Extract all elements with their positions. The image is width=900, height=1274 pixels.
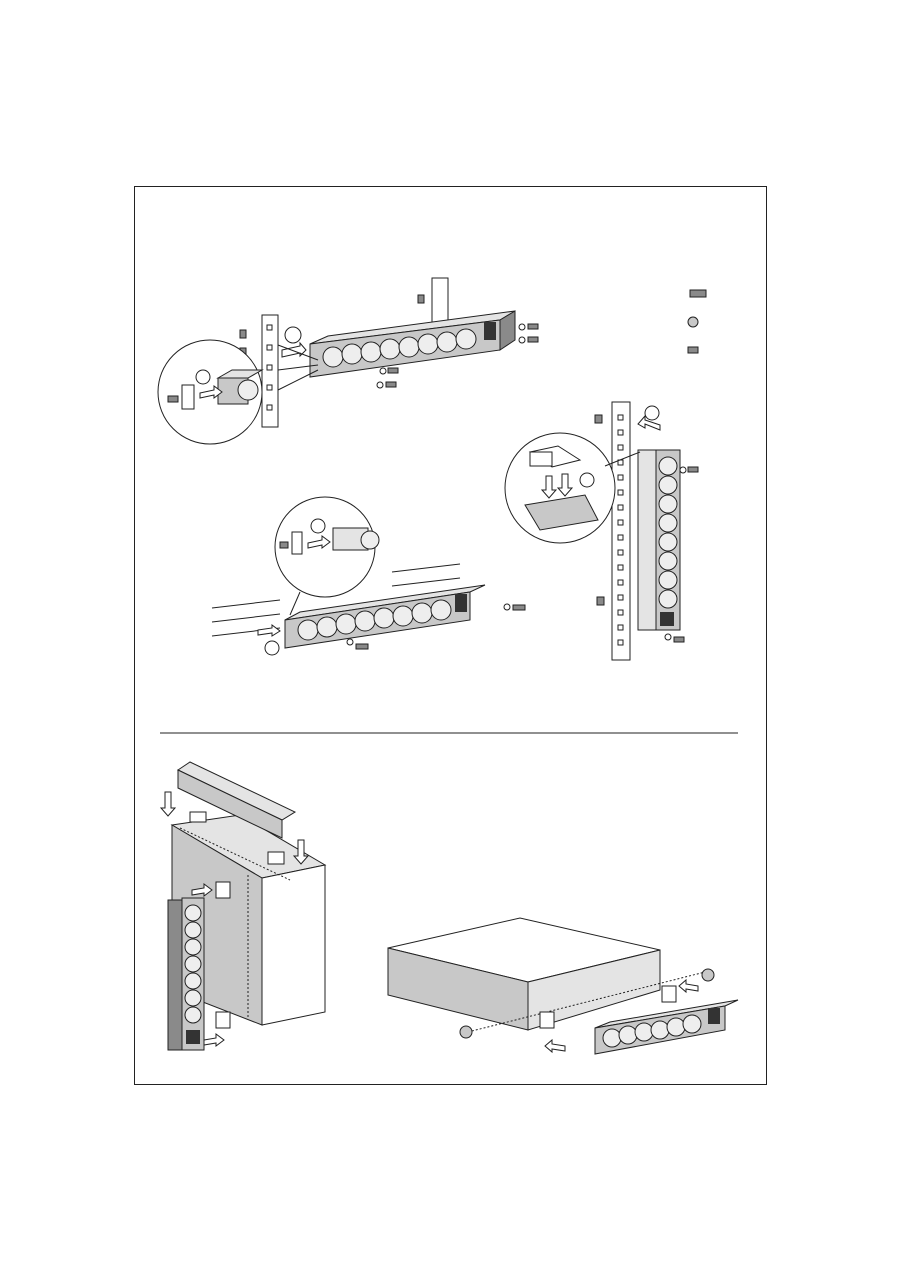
step-marker: [284, 326, 302, 344]
figure-rack-horizontal: [157, 277, 707, 445]
screw-icon: [503, 603, 526, 611]
arrow-icon: [203, 1033, 225, 1047]
screw-icon: [346, 638, 369, 650]
screw-icon: [689, 289, 707, 298]
step-marker: [264, 640, 280, 656]
cage-nut: [594, 414, 603, 424]
socket-column: [658, 456, 678, 609]
mounting-bracket: [189, 811, 207, 823]
rack-rail-left: [261, 314, 279, 428]
mounting-bracket: [291, 531, 303, 555]
screw-icon: [518, 336, 539, 344]
screw-washer-icon: [687, 316, 699, 328]
arrow-icon: [544, 1038, 566, 1054]
mounting-bracket: [661, 985, 677, 1003]
screw-icon: [459, 1025, 473, 1039]
mounting-bracket: [267, 851, 285, 865]
arrow-icon: [637, 414, 661, 431]
arrow-icon: [191, 883, 213, 897]
screw-icon: [687, 346, 699, 354]
power-strip-side: [167, 899, 183, 1051]
power-strip-side: [637, 449, 657, 631]
figure-tower-ups: [159, 761, 327, 1051]
mounting-bracket: [215, 881, 231, 899]
rack-rail: [611, 401, 631, 661]
arrow-icon: [678, 978, 699, 994]
screw-icon: [518, 323, 539, 331]
arrow-icon: [281, 341, 307, 358]
mounting-bracket: [215, 1011, 231, 1029]
arrow-icon: [556, 473, 574, 497]
screw-icon: [679, 466, 699, 474]
cage-nut: [239, 329, 247, 339]
arrow-icon: [199, 385, 223, 399]
arrow-icon: [540, 475, 558, 499]
power-strip: [177, 769, 283, 839]
socket-column: [184, 904, 202, 1024]
screw-icon: [701, 968, 715, 982]
mounting-bracket: [539, 1011, 555, 1029]
ups-side: [527, 949, 661, 1031]
step-marker: [310, 518, 326, 534]
socket-row: [602, 1014, 702, 1048]
figure-frame: [134, 186, 767, 1085]
step-marker: [579, 472, 595, 488]
ups-front: [261, 864, 326, 1026]
screw-icon: [279, 541, 289, 549]
arrow-icon: [159, 791, 177, 817]
screw-icon: [376, 381, 397, 389]
step-marker: [195, 369, 211, 385]
screw-icon: [664, 633, 685, 643]
arrow-icon: [307, 535, 331, 549]
figure-rack-vertical: [504, 401, 699, 661]
screw-icon: [167, 395, 179, 403]
cage-nut: [596, 596, 605, 606]
socket-row: [322, 328, 477, 368]
step-marker: [644, 405, 660, 421]
mounting-bracket: [181, 384, 195, 410]
arrow-icon: [257, 624, 281, 637]
cage-nut: [417, 294, 425, 304]
socket-row: [297, 599, 452, 641]
screw-icon: [379, 367, 399, 375]
figure-rack-ups: [387, 917, 739, 1055]
arrow-icon: [292, 839, 310, 865]
figure-wall-mount: [211, 496, 526, 656]
